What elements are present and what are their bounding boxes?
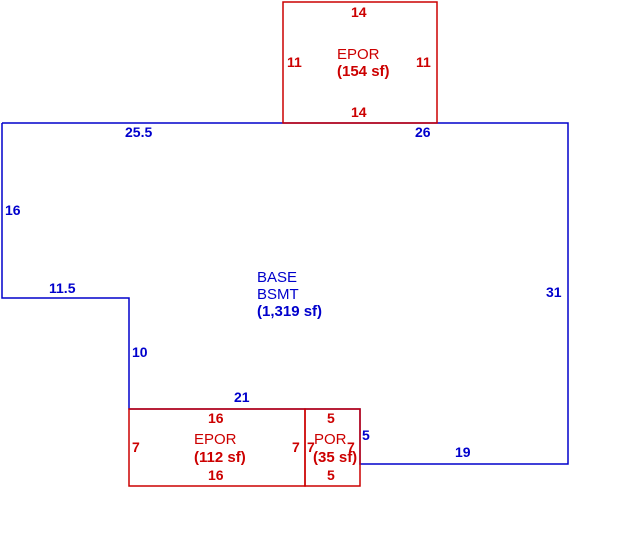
epor-top-dim-bottom: 14 (351, 104, 367, 120)
base-dim-left: 16 (5, 202, 21, 218)
base-dim-bottom-right: 19 (455, 444, 471, 460)
base-dim-top-right: 26 (415, 124, 431, 140)
base-dim-step-side: 10 (132, 344, 148, 360)
base-dim-notch-side: 5 (362, 427, 370, 443)
por-outline (304, 408, 361, 487)
por-dim-top: 5 (327, 410, 335, 426)
epor-top-dim-top: 14 (351, 4, 367, 20)
base-dim-bottom-inner: 21 (234, 389, 250, 405)
base-dim-step-top: 11.5 (49, 280, 76, 296)
base-area-name-line1: BASE (257, 269, 297, 286)
por-dim-right: 7 (347, 439, 355, 455)
epor-top-dim-right: 11 (416, 54, 431, 70)
epor-top-dim-left: 11 (287, 54, 302, 70)
epor-top-name: EPOR (337, 46, 380, 63)
epor-bottom-size: (112 sf) (194, 449, 246, 466)
epor-bottom-dim-top: 16 (208, 410, 224, 426)
por-name: POR (314, 431, 347, 448)
por-dim-bottom: 5 (327, 467, 335, 483)
por-size: (35 sf) (313, 449, 357, 466)
base-dim-top-left: 25.5 (125, 124, 152, 140)
epor-bottom-dim-right: 7 (292, 439, 300, 455)
epor-bottom-dim-left: 7 (132, 439, 140, 455)
epor-top-outline (282, 1, 438, 124)
epor-bottom-name: EPOR (194, 431, 237, 448)
epor-top-size: (154 sf) (337, 63, 390, 80)
base-area-name-line2: BSMT (257, 286, 299, 303)
epor-bottom-dim-bottom: 16 (208, 467, 224, 483)
por-dim-left: 7 (307, 439, 315, 455)
base-area-size: (1,319 sf) (257, 303, 322, 320)
base-dim-right: 31 (546, 284, 562, 300)
